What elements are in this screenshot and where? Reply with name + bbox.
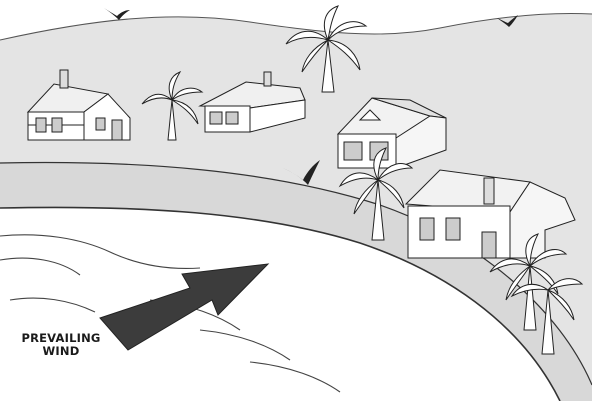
prevailing-wind-label: PREVAILING WIND: [6, 332, 116, 358]
wind-label-line2: WIND: [6, 345, 116, 358]
bird-icon: [104, 8, 130, 20]
